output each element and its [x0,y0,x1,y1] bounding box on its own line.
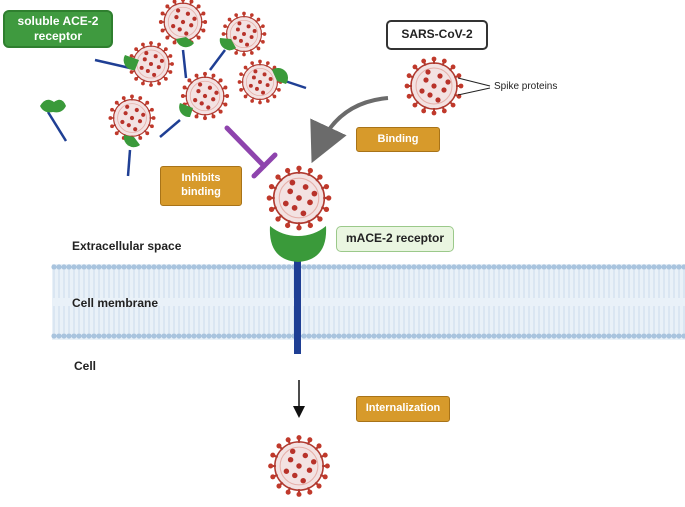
inhibits-binding-label: Inhibits binding [160,166,242,206]
virus-name-label-text: SARS-CoV-2 [401,27,473,41]
virus-internalized-icon [267,434,331,498]
soluble-receptor-label: soluble ACE-2 receptor [3,10,113,48]
virus-free-icon [403,55,465,117]
inhibition-symbol [224,125,278,179]
cell-membrane-label-text: Cell membrane [72,296,159,310]
binding-label-text: Binding [377,133,419,145]
soluble-receptors [40,49,307,177]
membrane-receptor-label-text: mACE-2 receptor [345,231,445,245]
membrane-receptor-label: mACE-2 receptor [336,226,454,252]
extracellular-space-label-text: Extracellular space [72,239,182,253]
internalization-label-text: Internalization [365,402,441,414]
binding-arrow [310,96,389,164]
binding-label: Binding [356,127,440,152]
spike-proteins-label-text: Spike proteins [494,81,558,92]
cell-membrane-label: Cell membrane [72,296,192,312]
virus-binding-icon [265,164,333,232]
spike-pointers [457,77,491,96]
cell-label: Cell [74,359,134,375]
cell-label-text: Cell [74,359,97,373]
inhibits-binding-label-text: Inhibits binding [181,172,221,198]
virus-lower-left-icon [107,93,157,143]
virus-name-label: SARS-CoV-2 [386,20,488,50]
membrane-receptor [269,226,327,354]
extracellular-space-label: Extracellular space [72,239,212,255]
virus-right-icon [236,58,284,106]
soluble-receptor-cups [123,37,288,148]
spike-proteins-label: Spike proteins [494,81,584,95]
cell-membrane [51,264,685,340]
internalization-label: Internalization [356,396,450,422]
soluble-receptor-label-text: soluble ACE-2 receptor [17,14,99,43]
